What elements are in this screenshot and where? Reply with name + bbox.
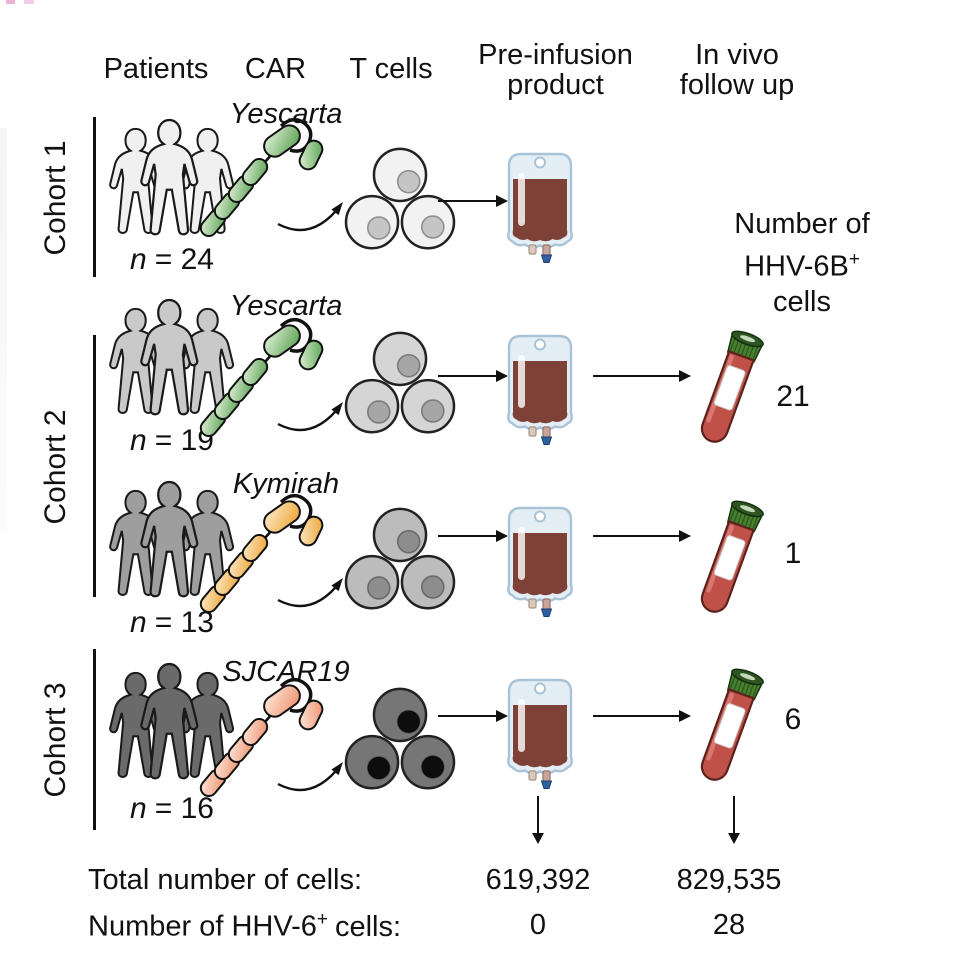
total-cells-pre-infusion: 619,392 (485, 864, 591, 896)
cohort-1-bracket (93, 117, 96, 277)
cohort-3-label: Cohort 3 (39, 682, 72, 798)
car-product-name: Kymirah (232, 468, 340, 500)
total-cells-label: Total number of cells: (88, 864, 363, 896)
t-cells-icon (344, 687, 456, 790)
transduction-arrow (276, 200, 345, 232)
cohort-1-label: Cohort 1 (39, 140, 72, 256)
car-construct-icon (195, 317, 345, 441)
t-cells-icon (344, 331, 456, 434)
car-segments (195, 493, 327, 617)
hhv6-cells-label: Number of HHV-6+cells: (88, 909, 402, 943)
t-cells-icon (344, 507, 456, 610)
flow-arrow (438, 194, 508, 207)
hhv6-cells-pre-infusion: 0 (529, 909, 547, 941)
column-header-in-vivo: In vivo follow up (657, 40, 817, 100)
edge-artifact (24, 0, 34, 4)
flow-arrow (593, 529, 691, 542)
patient-count: n= 16 (130, 792, 214, 825)
cohort-2-label: Cohort 2 (39, 409, 72, 525)
hhv6b-cell-count: 6 (784, 703, 802, 736)
car-construct-icon (195, 677, 345, 801)
hhv6b-cell-count: 1 (784, 537, 802, 570)
flow-arrow (438, 709, 508, 722)
column-header-pre-infusion: Pre-infusion product (478, 40, 633, 100)
hhv6b-header-line2: HHV-6B+ (744, 249, 860, 283)
car-product-name: Yescarta (229, 98, 343, 130)
transduction-arrow (276, 760, 345, 792)
blood-bag-icon (507, 506, 573, 618)
summary-arrow-in-vivo (727, 796, 740, 844)
car-construct-icon (195, 493, 345, 617)
transduction-arrow (276, 576, 345, 608)
blood-bag-icon (507, 152, 573, 264)
car-segments (195, 317, 327, 441)
car-segments (195, 117, 327, 241)
column-header-car: CAR (244, 53, 307, 85)
hhv6-cells-in-vivo: 28 (712, 909, 746, 941)
flow-arrow (593, 709, 691, 722)
pre-infusion-line1: Pre-infusion (478, 39, 633, 71)
hhv6b-header-line3: cells (772, 285, 831, 318)
hhv6b-count-header: Number of HHV-6B+ cells (708, 207, 896, 320)
column-header-patients: Patients (103, 53, 209, 85)
blood-bag-icon (507, 678, 573, 790)
total-cells-in-vivo: 829,535 (676, 864, 782, 896)
blood-bag-icon (507, 334, 573, 446)
column-header-t-cells: T cells (349, 53, 433, 85)
edge-artifact (6, 0, 15, 4)
flow-arrow (593, 369, 691, 382)
hhv6b-cell-count: 21 (776, 380, 810, 413)
flow-arrow (438, 369, 508, 382)
in-vivo-line2: follow up (679, 69, 795, 101)
flow-arrow (438, 529, 508, 542)
cohort-2-bracket (93, 335, 96, 597)
summary-arrow-pre-infusion (531, 796, 544, 844)
edge-artifact (0, 128, 7, 532)
car-segments (195, 677, 327, 801)
car-product-name: Yescarta (229, 290, 343, 322)
car-construct-icon (195, 117, 345, 241)
in-vivo-line1: In vivo (695, 39, 779, 71)
hhv6b-header-line1: Number of (734, 208, 870, 240)
cohort-3-bracket (93, 649, 96, 830)
pre-infusion-line2: product (507, 69, 604, 101)
transduction-arrow (276, 400, 345, 432)
patient-count: n= 24 (130, 243, 214, 276)
